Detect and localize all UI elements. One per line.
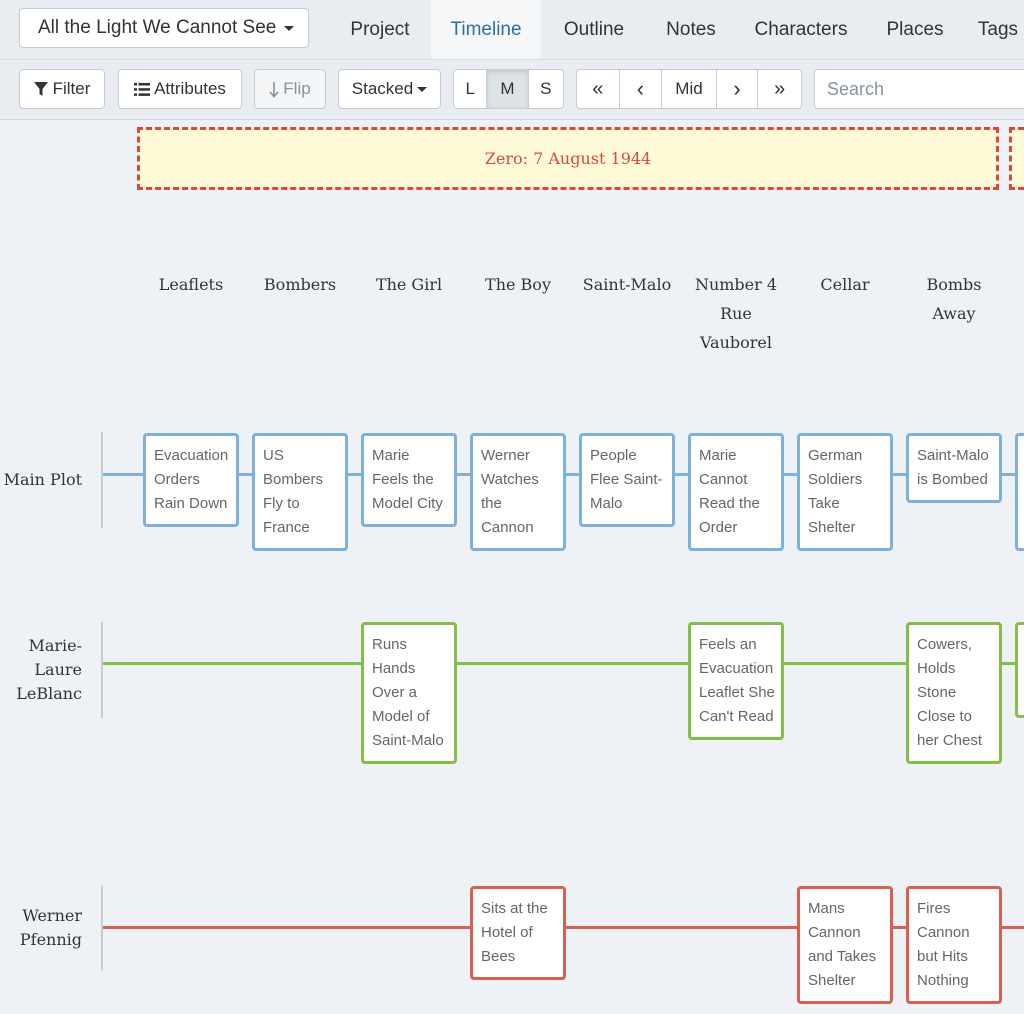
scene-card[interactable]: Sits at the Hotel of Bees: [470, 886, 566, 980]
plotline-divider: [101, 622, 103, 718]
scroll-first-button[interactable]: «: [577, 70, 620, 108]
scroll-mid-button[interactable]: Mid: [662, 70, 717, 108]
plotline-label-werner-pfennig[interactable]: Werner Pfennig: [19, 906, 82, 949]
scroll-last-button[interactable]: »: [774, 77, 786, 100]
tab-places[interactable]: Places: [886, 18, 944, 40]
chapter-header[interactable]: Leaflets: [158, 275, 224, 294]
scene-card[interactable]: Saint-Malo is Bombed: [906, 433, 1002, 503]
scene-card[interactable]: Mans Cannon and Takes Shelter: [797, 886, 893, 1004]
scene-card[interactable]: Runs Hands Over a Model of Saint-Malo: [361, 622, 457, 764]
scene-card[interactable]: German Soldiers Take Shelter: [797, 433, 893, 551]
tab-timeline[interactable]: Timeline: [431, 0, 541, 59]
top-nav: All the Light We Cannot See Project Time…: [0, 0, 1024, 60]
scene-card-offscreen[interactable]: [1015, 433, 1024, 551]
scene-card[interactable]: Werner Watches the Cannon: [470, 433, 566, 551]
tab-tags[interactable]: Tags: [977, 18, 1019, 40]
size-medium-button[interactable]: M: [487, 70, 529, 108]
caret-down-icon: [284, 25, 295, 31]
stacked-dropdown[interactable]: Stacked: [338, 69, 441, 109]
project-title: All the Light We Cannot See: [38, 17, 277, 38]
attributes-label: Attributes: [154, 79, 226, 98]
timeline-canvas: Zero: 7 August 1944 Leaflets Bombers The G…: [0, 121, 1024, 1014]
chapter-header[interactable]: The Boy: [485, 275, 551, 294]
caret-down-icon: [417, 86, 428, 92]
scene-card[interactable]: Marie Feels the Model City: [361, 433, 457, 527]
next-date-banner[interactable]: [1009, 127, 1024, 190]
plotline-label-marie-laure-leblanc[interactable]: Marie-Laure LeBlanc: [16, 636, 82, 703]
filter-label: Filter: [52, 79, 91, 98]
scene-card[interactable]: Feels an Evacuation Leaflet She Can't Re…: [688, 622, 784, 740]
tab-project[interactable]: Project: [350, 18, 410, 40]
tab-characters[interactable]: Characters: [754, 18, 848, 40]
scroll-next-button[interactable]: ›: [717, 70, 759, 108]
flip-label: Flip: [283, 79, 311, 98]
chapter-header[interactable]: Cellar: [820, 275, 870, 294]
scene-card[interactable]: Fires Cannon but Hits Nothing: [906, 886, 1002, 1004]
project-selector[interactable]: All the Light We Cannot See: [19, 8, 309, 48]
filter-button[interactable]: Filter: [19, 69, 105, 109]
down-arrow-icon: [269, 81, 279, 98]
attributes-button[interactable]: Attributes: [118, 69, 242, 109]
size-toggle-group: L M S: [453, 69, 564, 109]
scene-card[interactable]: US Bombers Fly to France: [252, 433, 348, 551]
stacked-label: Stacked: [351, 79, 414, 98]
plotline-divider: [101, 885, 103, 971]
scene-card[interactable]: Cowers, Holds Stone Close to her Chest: [906, 622, 1002, 764]
chapter-header[interactable]: Number 4 Rue Vauborel: [694, 275, 778, 352]
size-large-button[interactable]: L: [454, 70, 488, 108]
chapter-header[interactable]: The Girl: [375, 275, 443, 294]
chapter-header[interactable]: Bombs Away: [926, 275, 982, 323]
chapter-header[interactable]: Bombers: [263, 275, 337, 294]
scroll-nav-group: « ‹ Mid › »: [576, 69, 802, 109]
timeline-toolbar: Filter Attributes Flip Stacked L M S « ‹…: [0, 60, 1024, 120]
scene-card-offscreen[interactable]: [1015, 622, 1024, 718]
zero-date-banner[interactable]: Zero: 7 August 1944: [137, 127, 999, 190]
flip-button[interactable]: Flip: [254, 69, 326, 109]
scene-card[interactable]: People Flee Saint-Malo: [579, 433, 675, 527]
chapter-header[interactable]: Saint-Malo: [582, 275, 672, 294]
plotline-track-marie-laure-leblanc: [103, 662, 1024, 665]
search-input[interactable]: [814, 69, 1024, 109]
list-icon: [134, 82, 151, 96]
plotline-label-main-plot[interactable]: Main Plot: [3, 470, 82, 489]
tab-outline[interactable]: Outline: [563, 18, 625, 40]
plotline-divider: [101, 432, 103, 528]
funnel-icon: [33, 82, 48, 96]
scene-card[interactable]: Evacuation Orders Rain Down: [143, 433, 239, 527]
scene-card[interactable]: Marie Cannot Read the Order: [688, 433, 784, 551]
scroll-prev-button[interactable]: ‹: [620, 70, 663, 108]
size-small-button[interactable]: S: [540, 79, 552, 98]
tab-notes[interactable]: Notes: [666, 18, 716, 40]
